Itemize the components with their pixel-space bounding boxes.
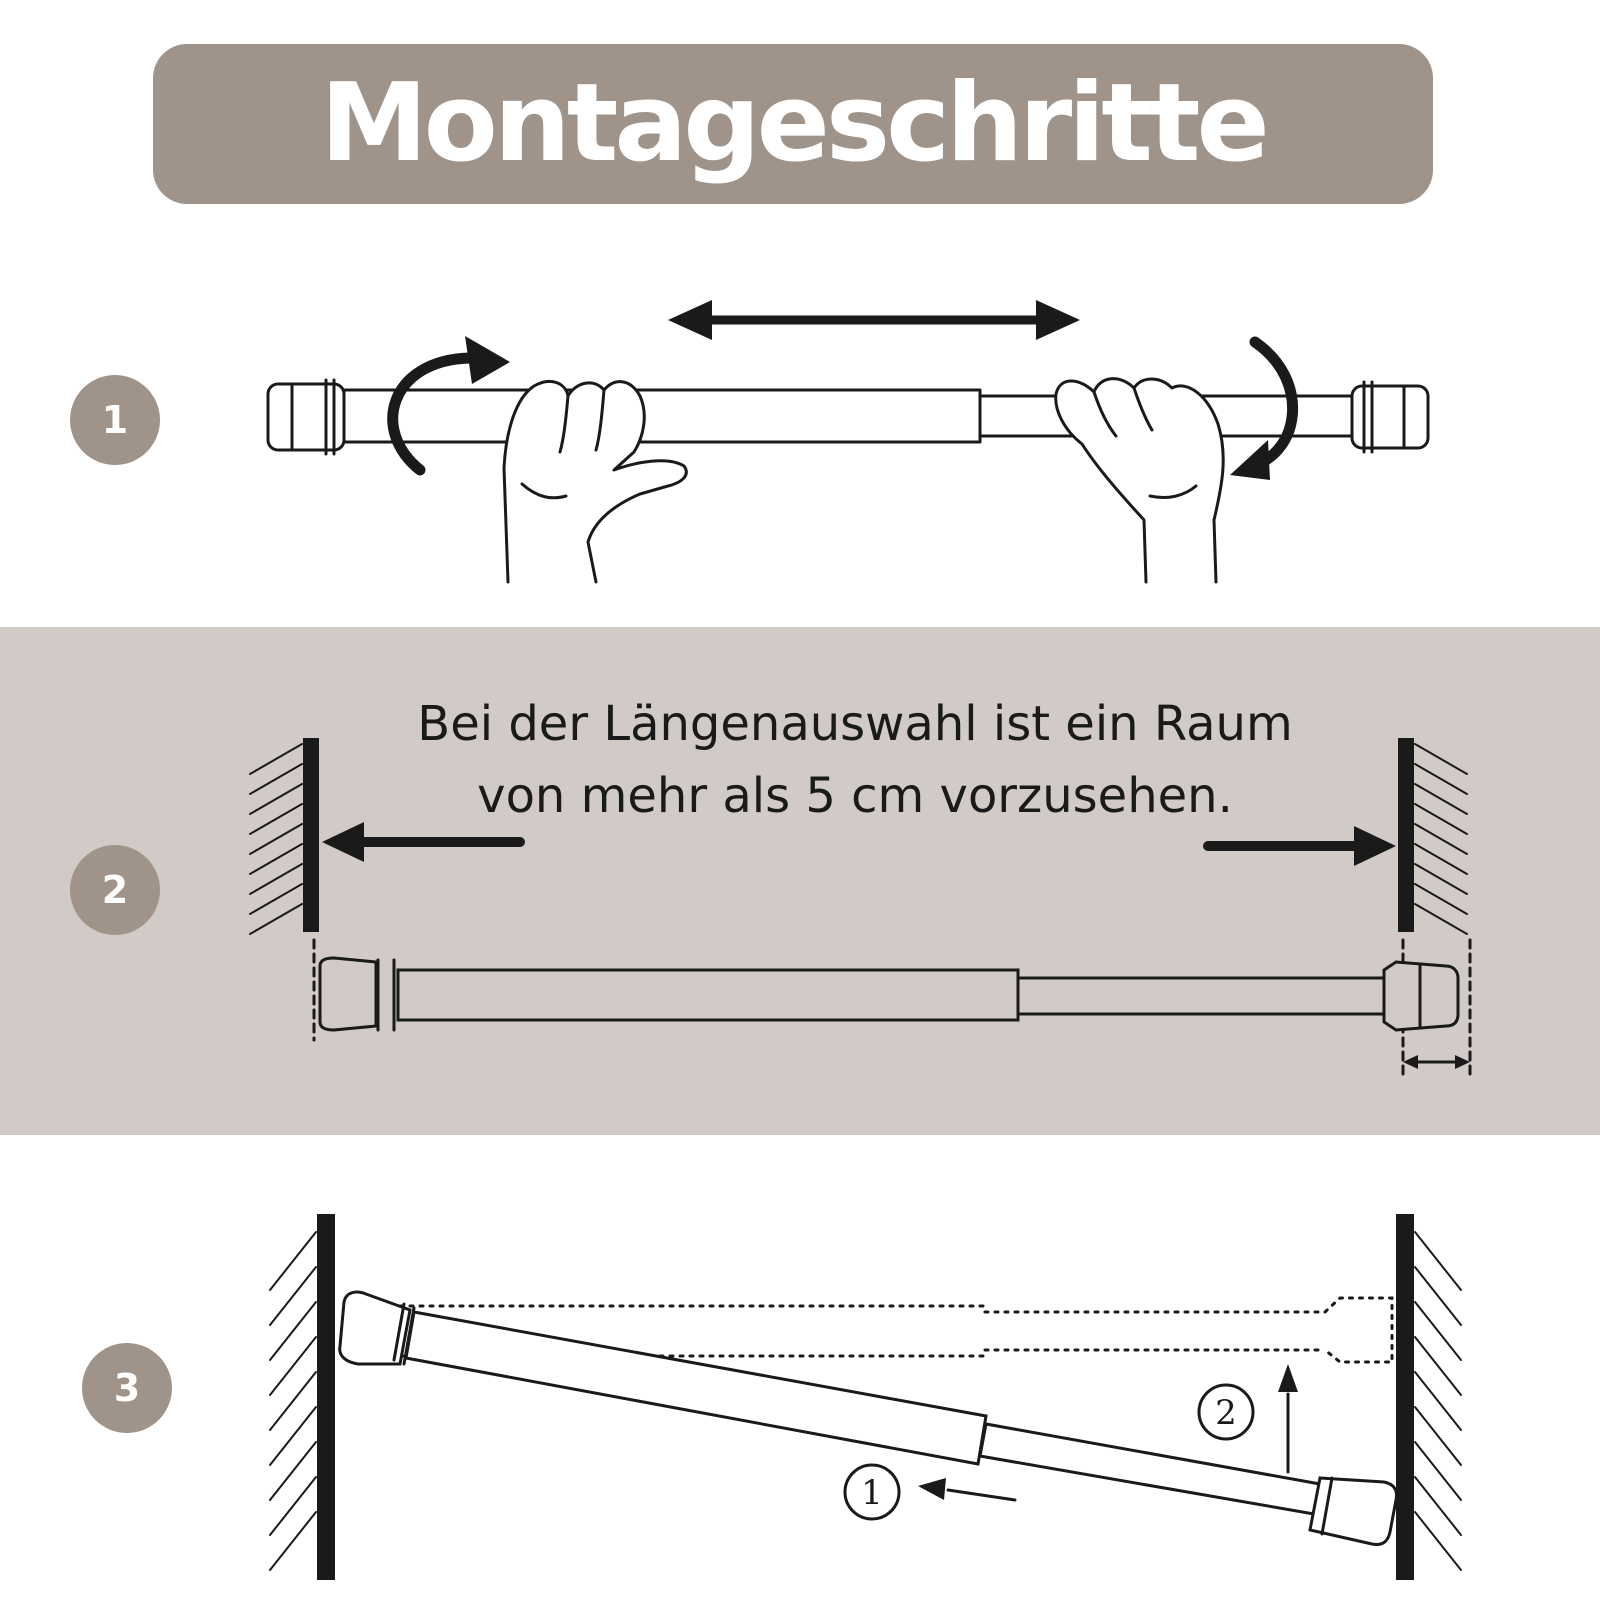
- step-1-badge: 1: [70, 375, 160, 465]
- left-arrow-icon: [322, 822, 525, 862]
- step-marker-2-label: 2: [1215, 1393, 1237, 1433]
- step-2-badge: 2: [70, 845, 160, 935]
- right-arrow-icon: [1203, 826, 1396, 866]
- step-2-background: [0, 627, 1600, 1135]
- title-banner: Montageschritte: [153, 44, 1433, 204]
- step-3-illustration: 1 2: [269, 1214, 1462, 1580]
- wall-icon: [1398, 738, 1468, 935]
- tension-rod-icon: [338, 1290, 1398, 1546]
- rotate-arrow-icon: [387, 336, 510, 476]
- double-arrow-icon: [668, 300, 1080, 340]
- rotate-arrow-icon: [1230, 336, 1298, 480]
- tension-rod-icon: [266, 378, 1430, 456]
- step-marker-1: 1: [843, 1463, 901, 1521]
- tension-rod-icon: [318, 956, 1460, 1032]
- step-2-instruction-line-2: von mehr als 5 cm vorzusehen.: [477, 768, 1233, 824]
- hand-icon: [1054, 377, 1225, 584]
- hand-icon: [502, 380, 688, 584]
- page-title: Montageschritte: [320, 61, 1270, 186]
- step-2-instruction: Bei der Längenauswahl ist ein Raum von m…: [360, 688, 1350, 832]
- step-3-badge: 3: [82, 1343, 172, 1433]
- step-2-illustration: [249, 738, 1472, 1082]
- step-1-illustration: [266, 300, 1430, 584]
- step-marker-1-label: 1: [861, 1473, 883, 1513]
- gap-dimension-arrow-icon: [1403, 1055, 1470, 1069]
- lift-arrow-icon: [1278, 1364, 1298, 1474]
- wall-icon: [249, 738, 319, 935]
- step-2-instruction-line-1: Bei der Längenauswahl ist ein Raum: [417, 696, 1293, 752]
- wall-icon: [1396, 1214, 1462, 1580]
- push-arrow-icon: [918, 1478, 1017, 1502]
- target-rod-outline: [398, 1296, 1394, 1364]
- wall-icon: [269, 1214, 335, 1580]
- step-marker-2: 2: [1197, 1383, 1255, 1441]
